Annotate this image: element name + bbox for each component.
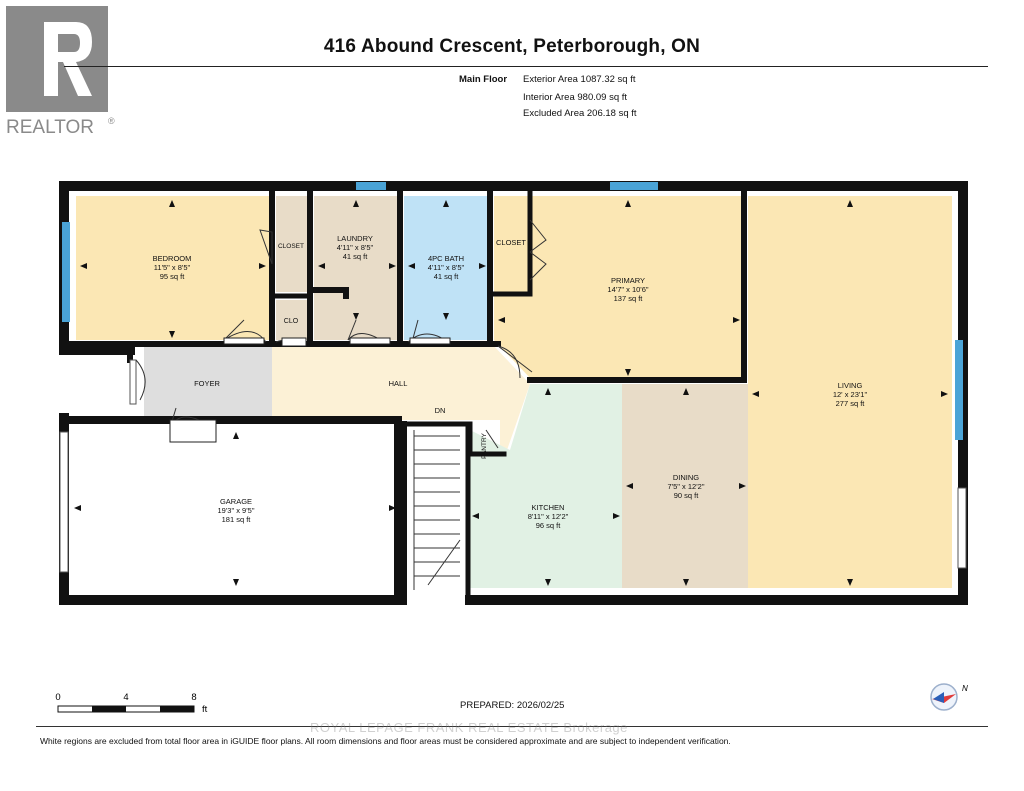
scale-tick-4: 4 (123, 692, 128, 703)
window-garage (59, 431, 69, 573)
interior-area: Interior Area 980.09 sq ft (523, 92, 628, 103)
room-bath-area: 41 sq ft (434, 272, 460, 281)
scale-tick-8: 8 (191, 692, 196, 703)
room-garage-area: 181 sq ft (222, 515, 252, 524)
title-divider (64, 66, 988, 67)
room-dining-name: DINING (673, 473, 699, 482)
room-kitchen-dims: 8'11" x 12'2" (528, 512, 569, 521)
window-laundry (356, 182, 386, 190)
room-primary-name: PRIMARY (611, 276, 645, 285)
scale-unit: ft (202, 704, 208, 715)
scale-tick-0: 0 (55, 692, 60, 703)
closet-label: CLOSET (278, 243, 304, 250)
clo-fill (276, 300, 308, 340)
foyer-sidelight (129, 359, 137, 405)
room-dining-fill (622, 384, 748, 588)
window-living-lower (957, 487, 967, 569)
windows (62, 182, 963, 440)
room-living-dims: 12' x 23'1" (833, 390, 868, 399)
room-bath-dims: 4'11" x 8'5" (428, 263, 465, 272)
room-primary-dims: 14'7" x 10'6" (607, 285, 648, 294)
room-garage-name: GARAGE (220, 497, 252, 506)
closet-fill (276, 196, 308, 292)
room-foyer-name: FOYER (194, 379, 220, 388)
room-garage-dims: 19'3" x 9'5" (218, 506, 255, 515)
room-kitchen-area: 96 sq ft (536, 521, 562, 530)
room-garage-fill (72, 430, 398, 588)
room-primary-area: 137 sq ft (614, 294, 644, 303)
compass-icon: N (930, 683, 968, 711)
room-laundry-area: 41 sq ft (343, 252, 369, 261)
page-title: 416 Abound Crescent, Peterborough, ON (323, 36, 701, 57)
room-laundry-dims: 4'11" x 8'5" (337, 243, 374, 252)
realtor-logo: REALTOR ® (6, 6, 115, 138)
clo-label: CLO (284, 318, 299, 325)
pantry-label: PANTRY (481, 432, 488, 458)
closet2-label: CLOSET (496, 238, 526, 247)
room-living-area: 277 sq ft (836, 399, 866, 408)
dimension-markers (74, 200, 948, 586)
window-bedroom (62, 222, 70, 322)
room-bath-name: 4PC BATH (428, 254, 464, 263)
room-hall-name: HALL (389, 379, 408, 388)
floor-label: Main Floor (459, 74, 508, 85)
room-laundry-name: LAUNDRY (337, 234, 373, 243)
svg-text:®: ® (108, 116, 115, 126)
prepared-date: PREPARED: 2026/02/25 (460, 700, 565, 711)
brokerage-watermark: ROYAL LEPAGE FRANK REAL ESTATE Brokerage (310, 720, 628, 735)
room-living-fill (748, 196, 952, 588)
exterior-area: Exterior Area 1087.32 sq ft (523, 74, 636, 85)
room-bedroom-name: BEDROOM (153, 254, 192, 263)
room-living-name: LIVING (838, 381, 863, 390)
window-living (955, 340, 963, 440)
hall-fill (270, 344, 530, 470)
footer-divider (36, 726, 988, 727)
room-dining-dims: 7'5" x 12'2" (668, 482, 705, 491)
room-bedroom-dims: 11'5" x 8'5" (154, 263, 191, 272)
room-bedroom-fill (76, 196, 270, 340)
stairs-down-label: DN (435, 406, 446, 415)
room-dining-area: 90 sq ft (674, 491, 700, 500)
excluded-area: Excluded Area 206.18 sq ft (523, 108, 637, 119)
scale-bar: 0 4 8 ft (55, 692, 207, 715)
foyer-fill (144, 344, 272, 420)
svg-text:N: N (962, 684, 968, 693)
room-bedroom-area: 95 sq ft (160, 272, 186, 281)
room-primary-fill (494, 196, 742, 378)
window-primary (610, 182, 658, 190)
disclaimer-text: White regions are excluded from total fl… (40, 736, 731, 746)
logo-text: REALTOR (6, 117, 94, 138)
stairs (413, 430, 461, 590)
room-kitchen-fill (470, 384, 622, 588)
room-kitchen-name: KITCHEN (532, 503, 565, 512)
